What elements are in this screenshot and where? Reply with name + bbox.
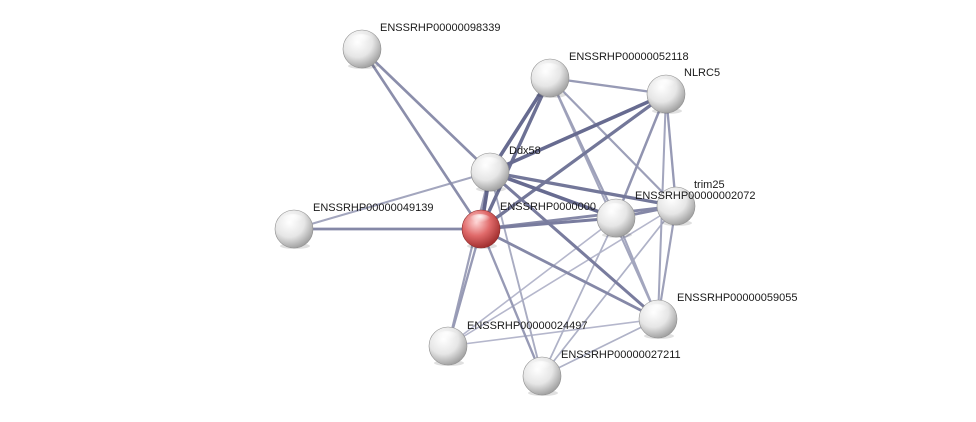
node-label-n49139: ENSSRHP00000049139 (313, 202, 433, 214)
node-label-n59055: ENSSRHP00000059055 (677, 292, 797, 304)
node-highlight (664, 191, 686, 203)
node-n27211[interactable] (522, 356, 562, 396)
node-highlight (530, 361, 552, 373)
node-trim25[interactable] (656, 186, 696, 226)
node-n59055[interactable] (638, 299, 678, 339)
node-query[interactable] (461, 209, 501, 249)
edge-n52118-nlrc5 (548, 76, 668, 96)
edge-ddx58-n49139 (292, 170, 492, 231)
node-n24497[interactable] (428, 326, 468, 366)
edge-n2072-n24497 (447, 217, 617, 347)
nodes-layer (274, 29, 696, 396)
edge-query-n98339 (360, 47, 483, 231)
node-n52118[interactable] (530, 58, 570, 98)
node-highlight (282, 214, 304, 226)
edge-query-n52118 (479, 76, 552, 231)
node-label-n2072: ENSSRHP00000002072 (635, 190, 755, 202)
node-label-nlrc5: NLRC5 (684, 67, 720, 79)
node-label-n27211: ENSSRHP00000027211 (561, 349, 681, 361)
node-highlight (478, 157, 500, 169)
edge-ddx58-nlrc5 (488, 92, 668, 174)
labels-layer: ENSSRHP00000098339ENSSRHP00000052118NLRC… (313, 22, 797, 361)
edge-query-n59055 (479, 227, 660, 321)
node-label-n52118: ENSSRHP00000052118 (569, 51, 689, 63)
node-highlight (350, 34, 372, 46)
node-n98339[interactable] (342, 29, 382, 69)
edge-ddx58-trim25 (488, 170, 678, 208)
edge-ddx58-n2072 (488, 170, 618, 220)
edges-layer (292, 47, 678, 378)
node-highlight (436, 331, 458, 343)
edge-n2072-n27211 (541, 217, 617, 377)
edge-n52118-trim25 (548, 76, 678, 208)
node-highlight (646, 304, 668, 316)
node-ddx58[interactable] (470, 152, 510, 192)
edge-n59055-n24497 (447, 318, 659, 347)
node-label-ddx58: Ddx58 (509, 145, 541, 157)
node-label-trim25: trim25 (694, 179, 725, 191)
node-nlrc5[interactable] (646, 74, 686, 114)
node-label-n98339: ENSSRHP00000098339 (380, 22, 500, 34)
node-highlight (604, 203, 626, 215)
edge-n59055-n27211 (541, 318, 659, 377)
node-highlight (469, 214, 491, 226)
node-n49139[interactable] (274, 209, 314, 249)
node-label-n24497: ENSSRHP00000024497 (467, 320, 587, 332)
edge-query-n24497 (446, 227, 483, 348)
node-highlight (654, 79, 676, 91)
edge-ddx58-n98339 (360, 47, 492, 174)
edge-ddx58-n27211 (489, 171, 543, 377)
node-n2072[interactable] (596, 198, 636, 238)
edge-query-nlrc5 (479, 92, 668, 231)
node-label-query: ENSSRHP0000000 (500, 201, 596, 213)
edge-trim25-n24497 (447, 205, 677, 347)
edge-query-n27211 (479, 227, 544, 378)
node-highlight (538, 63, 560, 75)
edge-trim25-n27211 (541, 205, 677, 377)
edge-ddx58-n59055 (488, 170, 660, 321)
